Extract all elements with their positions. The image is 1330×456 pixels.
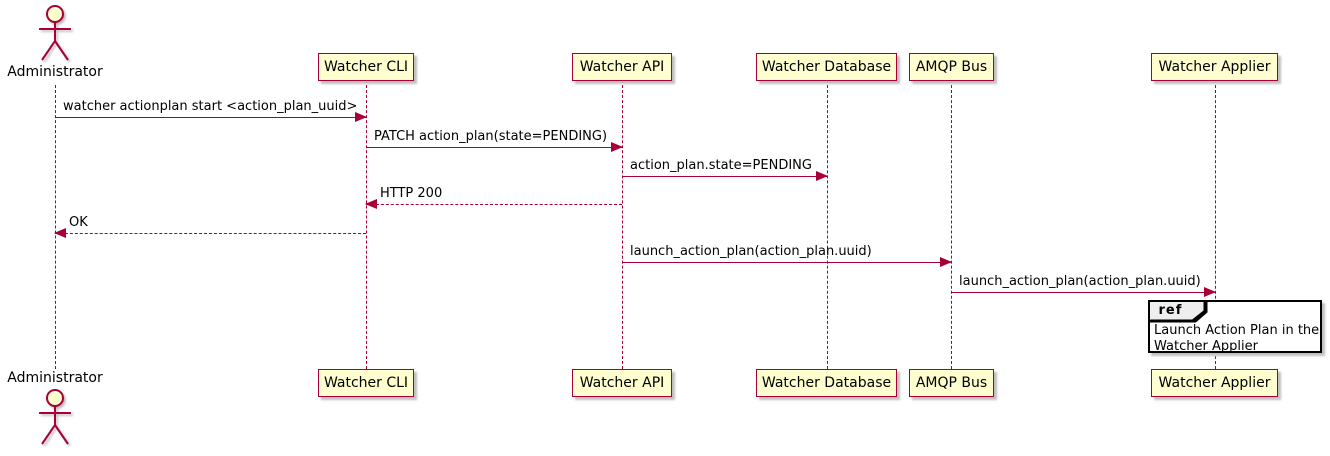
message-label: launch_action_plan(action_plan.uuid)	[630, 244, 872, 259]
message-label: action_plan.state=PENDING	[630, 158, 812, 173]
participant-watcher-database-bottom: Watcher Database	[756, 369, 897, 397]
participant-amqp-bus-bottom: AMQP Bus	[909, 369, 994, 397]
message-actionplan-start: watcher actionplan start <action_plan_uu…	[55, 99, 367, 123]
message-line	[366, 147, 622, 148]
lifeline-watcher-database	[827, 80, 828, 369]
arrowhead-right-icon	[611, 142, 623, 152]
message-label: watcher actionplan start <action_plan_uu…	[63, 99, 358, 114]
actor-label-top: Administrator	[7, 64, 103, 80]
lifeline-amqp-bus	[951, 80, 952, 369]
lifeline-watcher-cli	[366, 80, 367, 369]
lifeline-watcher-applier	[1215, 80, 1216, 369]
message-line	[622, 176, 827, 177]
actor-label-bottom: Administrator	[7, 370, 103, 386]
message-line	[951, 292, 1215, 293]
arrowhead-left-icon	[54, 228, 66, 238]
ref-fragment: ref Launch Action Plan in the Watcher Ap…	[1148, 300, 1322, 355]
message-launch-action-plan-applier: launch_action_plan(action_plan.uuid)	[951, 274, 1216, 298]
message-line	[366, 204, 622, 205]
participant-watcher-cli-top: Watcher CLI	[318, 53, 414, 81]
lifeline-watcher-api	[622, 80, 623, 369]
message-patch-action-plan: PATCH action_plan(state=PENDING)	[366, 129, 623, 153]
participant-watcher-applier-top: Watcher Applier	[1151, 53, 1278, 81]
message-line	[55, 117, 366, 118]
ref-text-line1: Launch Action Plan in the	[1154, 323, 1320, 338]
arrowhead-right-icon	[355, 112, 367, 122]
arrowhead-right-icon	[1204, 287, 1216, 297]
participant-watcher-api-bottom: Watcher API	[572, 369, 672, 397]
message-http-200: HTTP 200	[365, 186, 622, 210]
ref-keyword: ref	[1158, 303, 1183, 318]
arrowhead-left-icon	[365, 199, 377, 209]
actor-icon	[39, 5, 71, 61]
actor-icon	[39, 389, 71, 445]
ref-text: Launch Action Plan in the Watcher Applie…	[1154, 323, 1319, 355]
message-label: HTTP 200	[380, 186, 443, 201]
message-label: PATCH action_plan(state=PENDING)	[374, 129, 608, 144]
message-state-pending: action_plan.state=PENDING	[622, 158, 828, 182]
message-label: OK	[69, 215, 88, 230]
arrowhead-right-icon	[816, 171, 828, 181]
message-line	[622, 262, 951, 263]
lifeline-administrator	[55, 85, 56, 369]
message-ok: OK	[54, 215, 366, 239]
ref-text-line2: Watcher Applier	[1154, 339, 1258, 354]
participant-amqp-bus-top: AMQP Bus	[909, 53, 994, 81]
participant-watcher-cli-bottom: Watcher CLI	[318, 369, 414, 397]
arrowhead-right-icon	[940, 257, 952, 267]
message-label: launch_action_plan(action_plan.uuid)	[959, 274, 1201, 289]
message-line	[55, 233, 366, 234]
participant-watcher-applier-bottom: Watcher Applier	[1151, 369, 1278, 397]
ref-tab: ref	[1149, 301, 1208, 323]
message-launch-action-plan-bus: launch_action_plan(action_plan.uuid)	[622, 244, 952, 268]
participant-watcher-database-top: Watcher Database	[756, 53, 897, 81]
participant-watcher-api-top: Watcher API	[572, 53, 672, 81]
